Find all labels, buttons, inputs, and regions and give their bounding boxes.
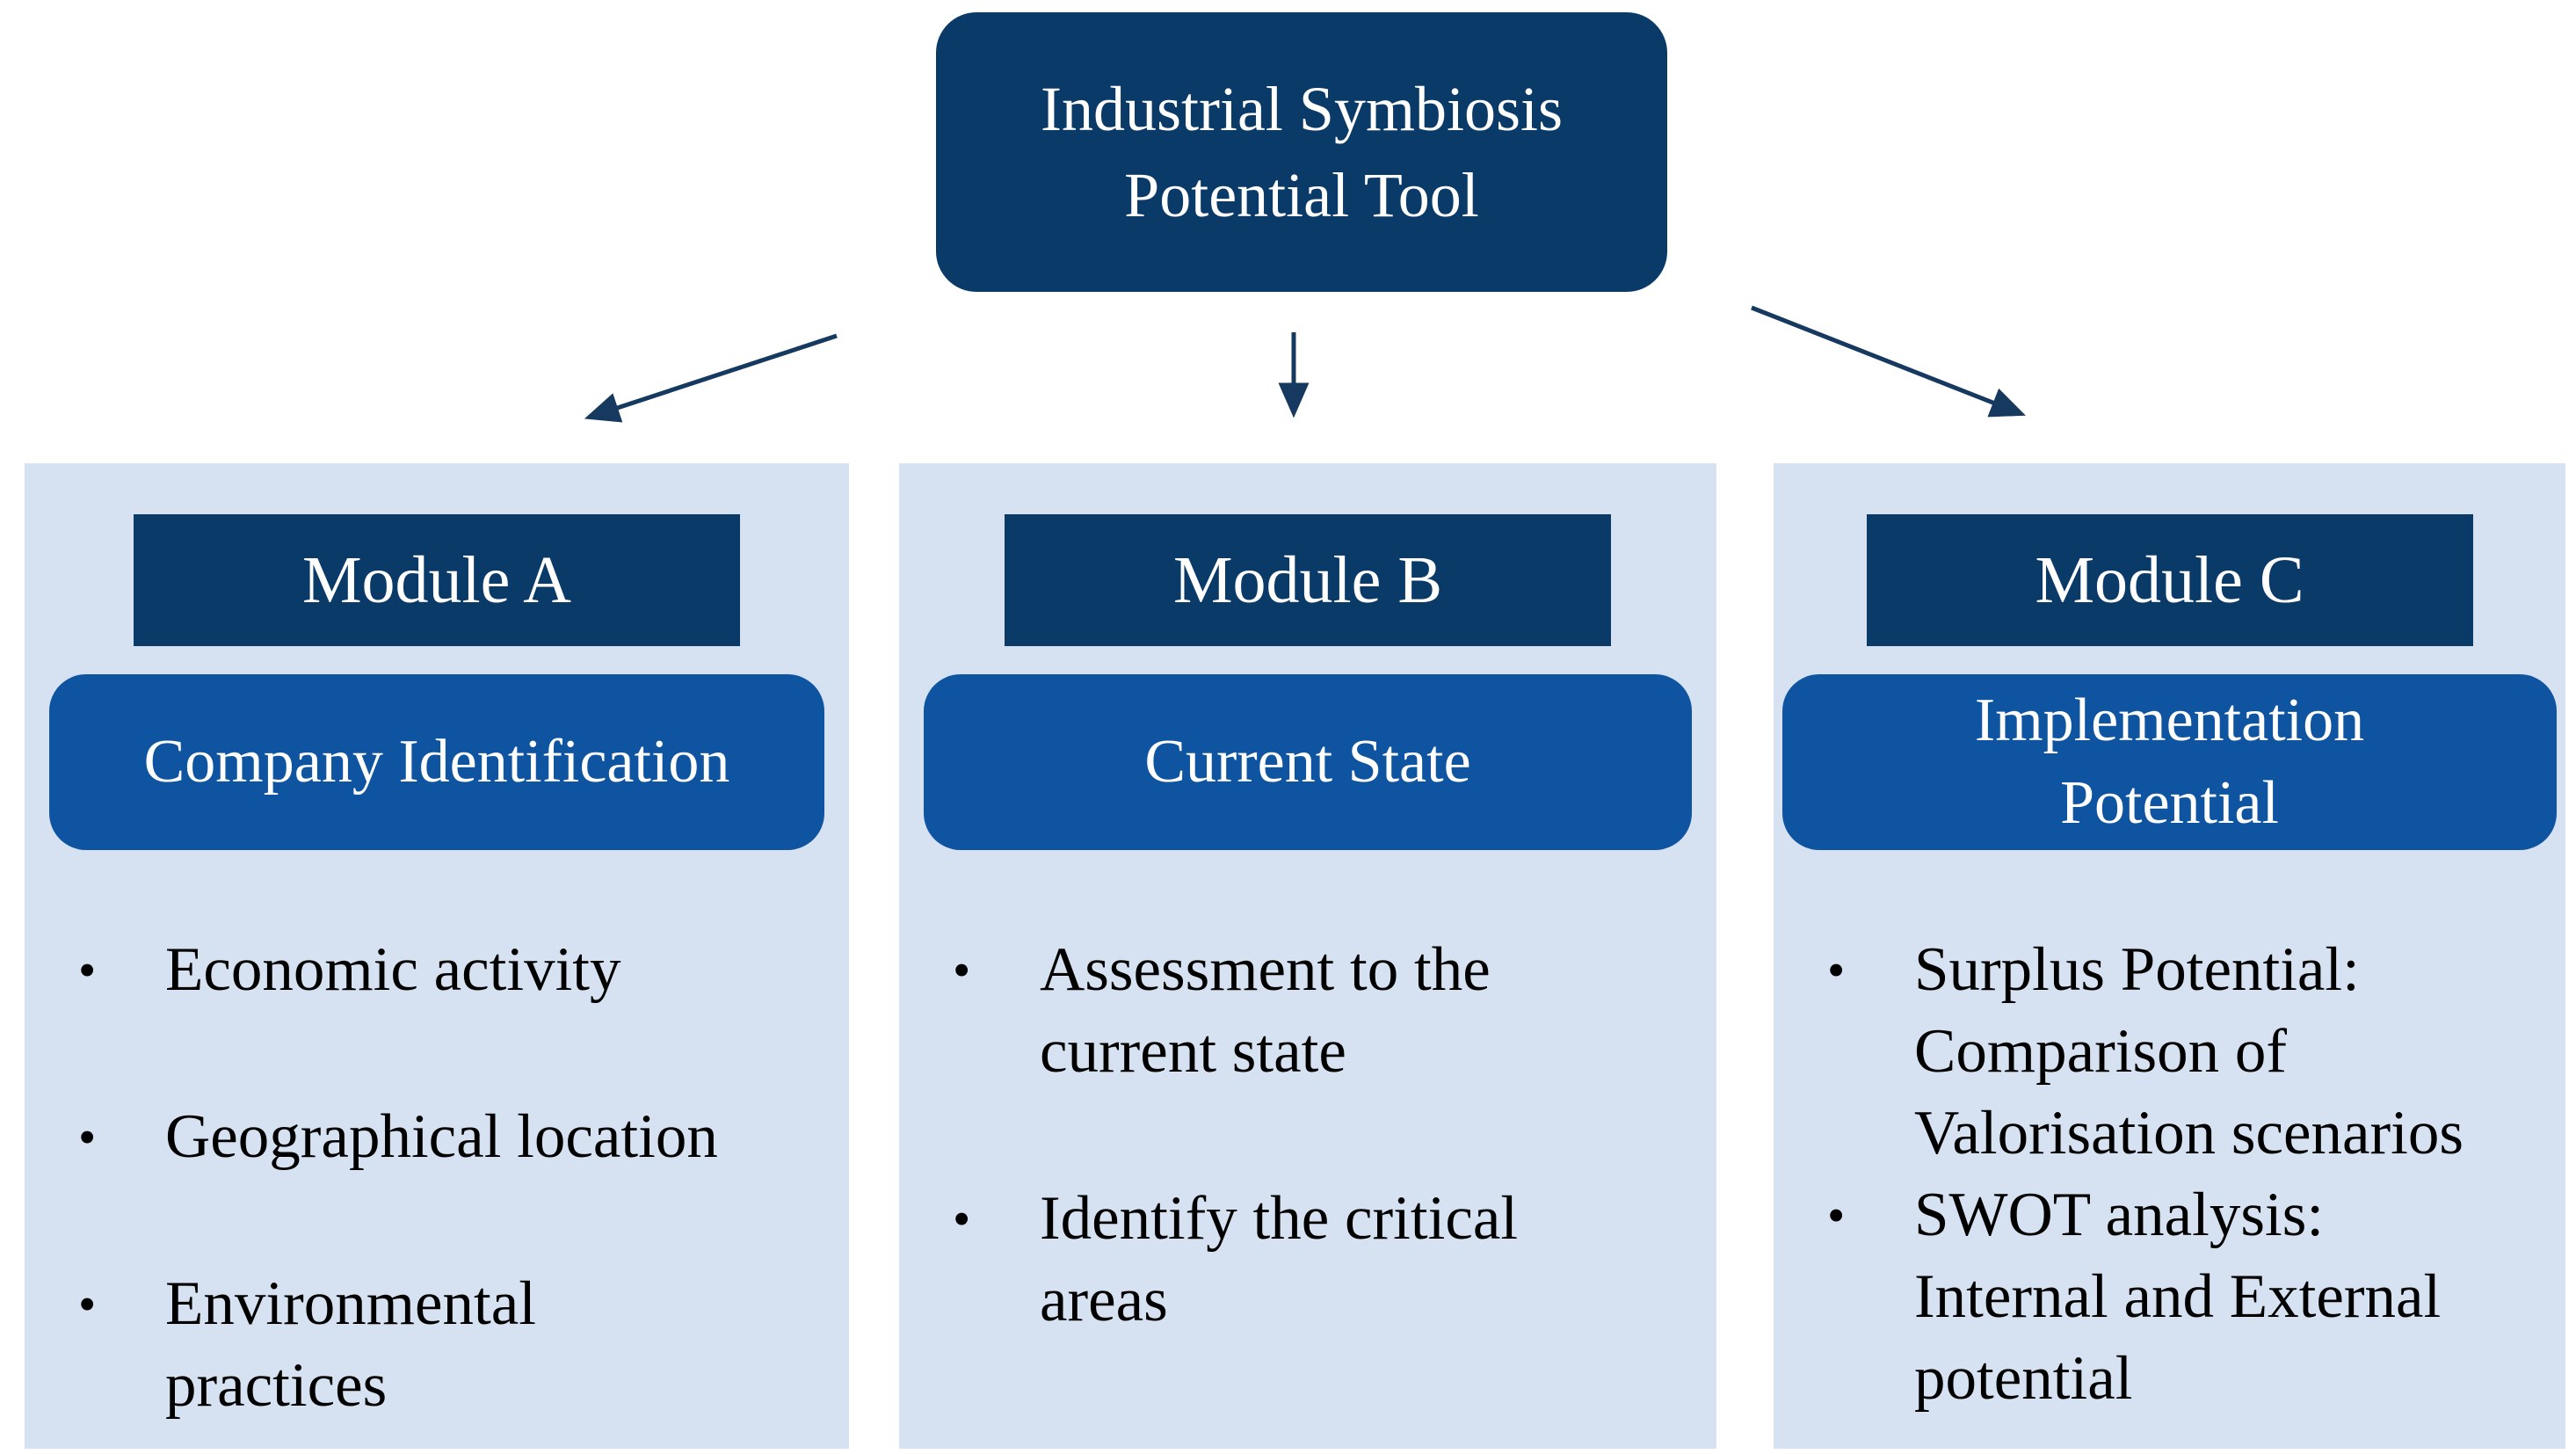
bullet-icon: • bbox=[78, 1109, 97, 1166]
list-item: • Economic activity bbox=[73, 929, 831, 1011]
list-item: • SWOT analysis: Internal and External p… bbox=[1822, 1174, 2548, 1420]
bullet-icon: • bbox=[953, 1190, 971, 1247]
module-c-subtitle-label: Implementation Potential bbox=[1974, 687, 2365, 837]
bullet-text: Assessment to the current state bbox=[1040, 935, 1491, 1086]
module-a-subtitle-box: Company Identification bbox=[49, 674, 824, 850]
module-a-subtitle-label: Company Identification bbox=[143, 728, 730, 796]
bullet-text: Environmental practices bbox=[165, 1269, 536, 1420]
module-b-bullet-list: • Assessment to the current state • Iden… bbox=[899, 850, 1716, 1341]
module-c-subtitle-box: Implementation Potential bbox=[1782, 674, 2557, 850]
list-item: • Surplus Potential: Comparison of Valor… bbox=[1822, 929, 2548, 1174]
bullet-icon: • bbox=[1827, 1187, 1846, 1244]
module-a-header: Module A bbox=[134, 514, 740, 646]
arrow-to-module-c bbox=[1751, 305, 2026, 418]
bullet-icon: • bbox=[78, 941, 97, 999]
root-node-box: Industrial Symbiosis Potential Tool bbox=[936, 12, 1667, 292]
bullet-text: Surplus Potential: Comparison of Valoris… bbox=[1914, 935, 2464, 1167]
module-b-subtitle-label: Current State bbox=[1144, 728, 1471, 796]
module-a-header-label: Module A bbox=[301, 543, 572, 617]
module-b-subtitle-box: Current State bbox=[924, 674, 1692, 850]
module-b-header-label: Module B bbox=[1172, 543, 1443, 617]
list-item: • Geographical location bbox=[73, 1096, 831, 1178]
module-c-header: Module C bbox=[1866, 514, 2473, 646]
module-a-bullet-list: • Economic activity • Geographical locat… bbox=[25, 850, 849, 1427]
module-b-panel: Module B Current State • Assessment to t… bbox=[899, 463, 1716, 1449]
list-item: • Identify the critical areas bbox=[947, 1178, 1699, 1341]
bullet-text: Economic activity bbox=[165, 935, 621, 1004]
module-c-bullet-list: • Surplus Potential: Comparison of Valor… bbox=[1774, 850, 2565, 1420]
module-b-header: Module B bbox=[1005, 514, 1611, 646]
list-item: • Assessment to the current state bbox=[947, 929, 1699, 1093]
arrow-to-module-a bbox=[584, 333, 838, 423]
bullet-icon: • bbox=[953, 941, 971, 999]
bullet-text: Identify the critical areas bbox=[1040, 1184, 1519, 1334]
bullet-text: Geographical location bbox=[165, 1102, 718, 1171]
module-c-header-label: Module C bbox=[2035, 543, 2304, 617]
bullet-icon: • bbox=[78, 1276, 97, 1333]
module-c-panel: Module C Implementation Potential • Surp… bbox=[1774, 463, 2565, 1449]
bullet-icon: • bbox=[1827, 941, 1846, 999]
module-a-panel: Module A Company Identification • Econom… bbox=[25, 463, 849, 1449]
list-item: • Environmental practices bbox=[73, 1263, 831, 1427]
bullet-text: SWOT analysis: Internal and External pot… bbox=[1914, 1181, 2442, 1413]
root-node-label: Industrial Symbiosis Potential Tool bbox=[1040, 74, 1564, 230]
